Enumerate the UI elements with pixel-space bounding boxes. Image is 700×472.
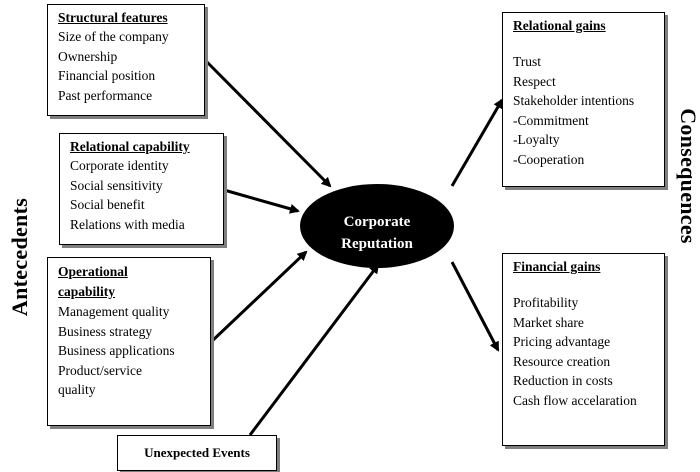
- item-list: Profitability Market share Pricing advan…: [513, 293, 656, 410]
- unexpected-events-box: Unexpected Events: [117, 435, 277, 471]
- arrow-structural-to-reputation: [203, 58, 332, 188]
- item-list: Corporate identity Social sensitivity So…: [70, 156, 215, 234]
- consequences-label: Consequences: [676, 108, 700, 244]
- arrow-reputation-to-relational-gains: [450, 98, 504, 187]
- arrow-relcap-to-reputation: [223, 188, 300, 214]
- list-item: Respect: [513, 73, 556, 89]
- list-item: -Cooperation: [513, 151, 585, 167]
- arrow-opcap-to-reputation: [209, 250, 308, 344]
- list-item: Product/service: [58, 362, 142, 378]
- list-item: Stakeholder intentions: [513, 93, 635, 108]
- list-item: Business applications: [58, 343, 175, 358]
- list-item: Financial position: [58, 68, 156, 83]
- list-item: Corporate identity: [70, 158, 169, 173]
- list-item: Trust: [513, 54, 542, 69]
- list-item: Cash flow accelaration: [513, 392, 637, 408]
- list-item: Resource creation: [513, 353, 611, 369]
- box-title: Structural features: [58, 10, 168, 25]
- antecedents-label: Antecedents: [7, 197, 32, 317]
- operational-capability-box: Operational capability Management qualit…: [47, 257, 211, 426]
- box-title: Relational capability: [70, 139, 190, 154]
- item-list: Trust Respect Stakeholder intentions -Co…: [513, 52, 656, 169]
- list-item: Market share: [513, 314, 584, 330]
- center-line-2: Reputation: [341, 236, 413, 252]
- item-list: Size of the company Ownership Financial …: [58, 27, 196, 105]
- list-item: -Loyalty: [513, 132, 560, 147]
- box-title-line-1: Operational: [58, 264, 128, 279]
- reputation-ellipse: [300, 184, 454, 268]
- list-item: Business strategy: [58, 323, 153, 339]
- list-item: Ownership: [58, 48, 118, 64]
- list-item: Profitability: [513, 295, 579, 310]
- list-item: Reduction in costs: [513, 373, 613, 388]
- structural-features-box: Structural features Size of the company …: [47, 4, 205, 116]
- unexpected-events-label: Unexpected Events: [144, 445, 250, 461]
- item-list: Management quality Business strategy Bus…: [58, 302, 202, 400]
- box-title: Relational gains: [513, 18, 606, 33]
- arrow-reputation-to-financial-gains: [450, 261, 500, 352]
- relational-capability-box: Relational capability Corporate identity…: [59, 133, 224, 245]
- relational-gains-box: Relational gains Trust Respect Stakehold…: [502, 12, 665, 187]
- list-item: Relations with media: [70, 216, 185, 232]
- corporate-reputation-label: Corporate Reputation: [302, 193, 452, 273]
- arrow-unexpected-to-reputation: [248, 263, 380, 436]
- box-title-line-2: capability: [58, 284, 116, 299]
- list-item: Social sensitivity: [70, 177, 163, 193]
- list-item: Size of the company: [58, 29, 169, 44]
- list-item: Management quality: [58, 304, 170, 319]
- list-item: quality: [58, 382, 96, 397]
- list-item: Social benefit: [70, 197, 145, 212]
- list-item: Pricing advantage: [513, 334, 611, 349]
- box-title: Financial gains: [513, 259, 601, 274]
- list-item: Past performance: [58, 87, 153, 103]
- financial-gains-box: Financial gains Profitability Market sha…: [502, 253, 665, 446]
- center-line-1: Corporate: [343, 214, 411, 230]
- list-item: -Commitment: [513, 112, 589, 128]
